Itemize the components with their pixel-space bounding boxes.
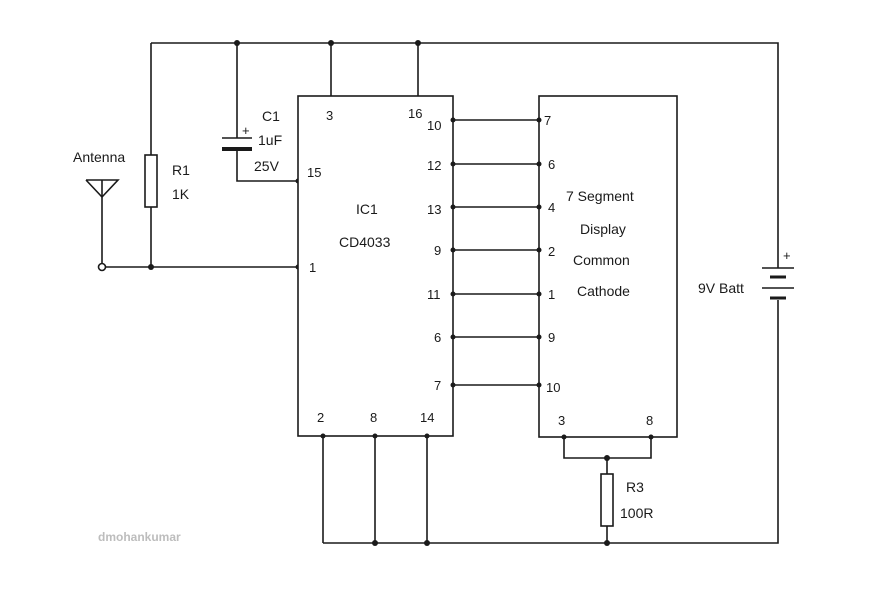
junction-dot	[561, 434, 567, 440]
ic1-pin-15: 15	[307, 165, 321, 180]
junction-dot	[148, 264, 154, 270]
ic1-pin-14: 14	[420, 410, 434, 425]
c1-ref: C1	[262, 108, 280, 124]
c1-to-pin15-wire	[236, 150, 298, 182]
pin-dot	[536, 291, 542, 297]
r1-ref: R1	[172, 162, 190, 178]
c1-polarity: +	[242, 123, 250, 138]
pin-dot	[450, 204, 456, 210]
ic1-out-pin: 10	[427, 118, 441, 133]
pin-dot	[536, 382, 542, 388]
display-in-pin: 9	[548, 330, 555, 345]
display-pin-3: 3	[558, 413, 565, 428]
junction-dot	[372, 433, 378, 439]
ic1-out-pin: 13	[427, 202, 441, 217]
pin-dot	[536, 334, 542, 340]
display-in-pin: 6	[548, 157, 555, 172]
ic1-pin-16: 16	[408, 106, 422, 121]
r1-resistor	[144, 154, 158, 208]
positive-rail	[151, 42, 779, 268]
ic1-body	[297, 95, 454, 437]
junction-dot	[604, 455, 610, 461]
pin-dot	[450, 161, 456, 167]
pin-dot	[536, 204, 542, 210]
display-in-pin: 10	[546, 380, 560, 395]
junction-dot	[424, 540, 430, 546]
ic1-out-pin: 6	[434, 330, 441, 345]
segment-bus	[450, 117, 542, 388]
display-in-pin: 7	[544, 113, 551, 128]
ic1-out-pin: 12	[427, 158, 441, 173]
ic1-part: CD4033	[339, 234, 391, 250]
battery-label: 9V Batt	[698, 280, 744, 296]
cathode-bridge	[563, 437, 652, 459]
display-in-pin: 2	[548, 244, 555, 259]
antenna-terminal	[97, 262, 107, 272]
pin-dot	[450, 334, 456, 340]
junction-dot	[424, 433, 430, 439]
pin-dot	[536, 247, 542, 253]
pin-dot	[450, 291, 456, 297]
display-in-pin: 1	[548, 287, 555, 302]
pin-dot	[536, 161, 542, 167]
c1-value: 1uF	[258, 132, 282, 148]
junction-dot	[234, 40, 240, 46]
display-label-line3: Common	[573, 252, 630, 268]
ic1-pin-8: 8	[370, 410, 377, 425]
ic1-ref: IC1	[356, 201, 378, 217]
pin-dot	[536, 117, 542, 123]
junction-dot	[372, 540, 378, 546]
display-pin-8: 8	[646, 413, 653, 428]
ic1-pin-3: 3	[326, 108, 333, 123]
watermark: dmohankumar	[98, 530, 181, 544]
ic1-pin-2: 2	[317, 410, 324, 425]
pin-dot	[450, 117, 456, 123]
junction-dot	[415, 40, 421, 46]
pin-dot	[450, 247, 456, 253]
ic1-out-pin: 9	[434, 243, 441, 258]
c1-voltage: 25V	[254, 158, 280, 174]
r3-value: 100R	[620, 505, 653, 521]
junction-dot	[648, 434, 654, 440]
junction-dot	[320, 433, 326, 439]
display-body	[538, 95, 678, 438]
antenna-label: Antenna	[73, 149, 125, 165]
display-label-line1: 7 Segment	[566, 188, 634, 204]
ic1-out-pin: 7	[434, 378, 441, 393]
ic1-pin-1: 1	[309, 260, 316, 275]
r1-value: 1K	[172, 186, 190, 202]
ic1-out-pin: 11	[427, 287, 441, 302]
display-label-line4: Cathode	[577, 283, 630, 299]
pin-dot	[450, 382, 456, 388]
ground-rail	[323, 300, 779, 544]
r3-resistor	[600, 473, 614, 527]
r3-ref: R3	[626, 479, 644, 495]
display-label-line2: Display	[580, 221, 626, 237]
battery-icon	[762, 267, 794, 300]
junction-dot	[328, 40, 334, 46]
battery-polarity: +	[783, 248, 791, 263]
display-in-pin: 4	[548, 200, 555, 215]
